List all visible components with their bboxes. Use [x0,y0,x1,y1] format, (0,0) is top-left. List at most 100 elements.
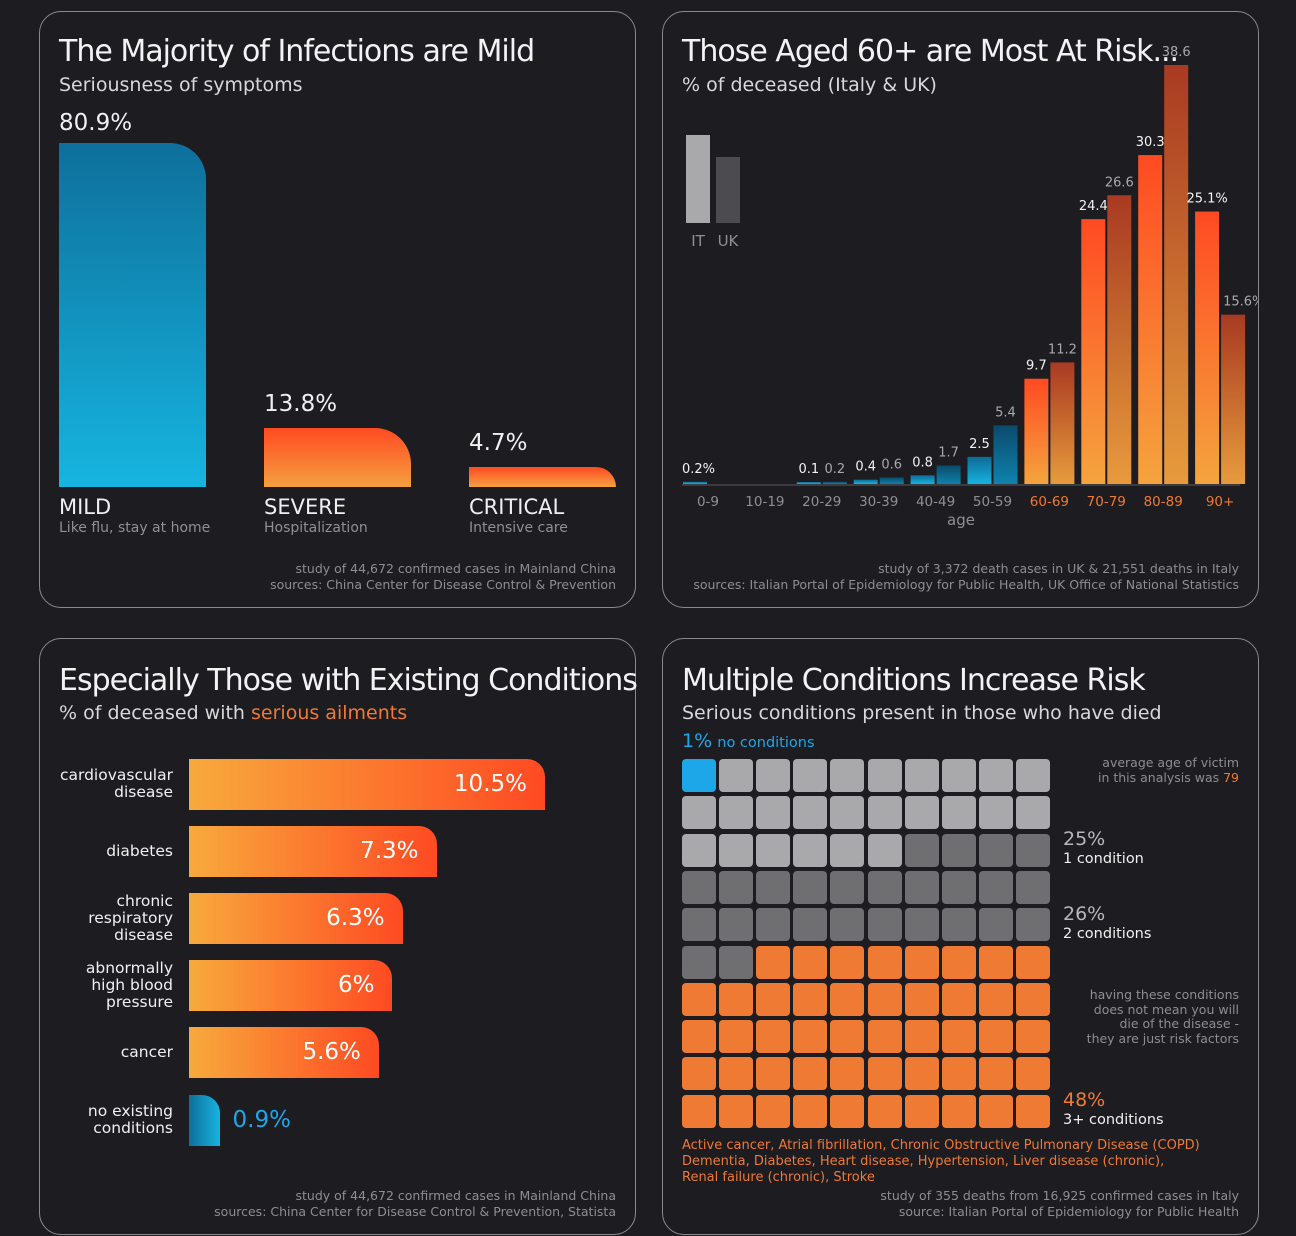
waffle-cell-2-conditions [719,908,754,942]
x-axis-title: age [947,511,975,529]
critical-name: CRITICAL [469,495,565,519]
two-conditions-pct: 26% [1063,903,1106,925]
x-tick-label-60-69: 60-69 [1030,494,1069,510]
waffle-cell-3plus-conditions [941,945,976,979]
value-label-uk-20-29: 0.2 [824,462,845,477]
two-conditions-label: 2 conditions [1063,926,1152,942]
x-tick-label-40-49: 40-49 [916,494,955,510]
value-label-uk-60-69: 11.2 [1048,342,1077,357]
severity-panel: The Majority of Infections are Mild Seri… [39,11,636,608]
multiple-conditions-panel: Multiple Conditions Increase Risk Seriou… [662,638,1259,1235]
panel-title: Multiple Conditions Increase Risk [682,663,1146,698]
bar-it-60-69 [1024,378,1049,484]
condition-label: chronic respiratory disease [88,891,173,944]
waffle-cell-3plus-conditions [1015,1020,1050,1054]
waffle-cell-2-conditions [867,870,902,904]
age-panel: Those Aged 60+ are Most At Risk... % of … [662,11,1259,608]
waffle-cell-1-condition [793,833,828,867]
critical-bar [469,467,616,487]
legend-uk-swatch [716,157,740,223]
waffle-cell-1-condition [719,759,754,792]
bar-it-90+ [1195,211,1220,485]
waffle-cell-1-condition [978,796,1013,830]
condition-value: 0.9% [232,1107,291,1133]
waffle-cell-3plus-conditions [756,982,791,1016]
panel-title: Especially Those with Existing Condition… [59,663,638,698]
three-conditions-pct: 48% [1063,1089,1106,1111]
waffle-cell-3plus-conditions [904,1094,939,1128]
bar-it-30-39 [853,479,878,484]
conditions-panel: Especially Those with Existing Condition… [39,638,638,1235]
value-label-it-60-69: 9.7 [1026,359,1047,374]
waffle-cell-1-condition [719,796,754,830]
value-label-it-70-79: 24.4 [1079,199,1108,214]
waffle-cell-2-conditions [1015,908,1050,942]
waffle-cell-3plus-conditions [978,1057,1013,1091]
value-label-uk-80-89: 38.6 [1162,45,1191,60]
waffle-cell-3plus-conditions [867,1057,902,1091]
value-label-it-0-9: 0.2% [682,462,715,477]
value-label-uk-90+: 15.6% [1223,295,1258,310]
risk-note-line-2: does not mean you will [1093,1001,1239,1017]
value-label-uk-40-49: 1.7 [938,446,959,461]
waffle-cell-3plus-conditions [904,1057,939,1091]
x-tick-label-20-29: 20-29 [802,494,841,510]
value-label-it-40-49: 0.8 [912,455,933,470]
waffle-cell-2-conditions [1015,870,1050,904]
bar-it-50-59 [967,456,992,484]
waffle-cell-2-conditions [904,870,939,904]
risk-note-line-3: die of the disease - [1119,1016,1239,1031]
panel-title: Those Aged 60+ are Most At Risk... [682,34,1179,69]
waffle-cell-3plus-conditions [830,945,865,979]
legend-it-swatch [686,135,710,223]
source-line-2: sources: China Center for Disease Contro… [214,1204,616,1219]
waffle-cell-3plus-conditions [682,1094,716,1128]
waffle-cell-3plus-conditions [904,945,939,979]
mild-value-label: 80.9% [59,110,133,136]
panel-subtitle: Serious conditions present in those who … [682,702,1162,724]
waffle-cell-1-condition [793,796,828,830]
waffle-cell-3plus-conditions [978,945,1013,979]
waffle-cell-3plus-conditions [867,945,902,979]
waffle-cell-2-conditions [682,945,716,979]
bar-it-70-79 [1081,219,1106,484]
source-line-1: study of 3,372 death cases in UK & 21,55… [878,561,1239,576]
source-line-2: sources: China Center for Disease Contro… [270,577,616,592]
waffle-cell-3plus-conditions [904,1020,939,1054]
subtitle-highlight: serious ailments [251,702,408,724]
bar-uk-60-69 [1050,362,1075,484]
panel-title: The Majority of Infections are Mild [59,34,535,69]
x-tick-label-90+: 90+ [1206,494,1235,510]
waffle-cell-2-conditions [719,945,754,979]
waffle-cell-1-condition [1015,796,1050,830]
waffle-cell-3plus-conditions [682,1057,716,1091]
waffle-cell-3plus-conditions [978,1020,1013,1054]
waffle-cell-1-condition [941,759,976,792]
mild-bar [59,143,206,487]
waffle-cell-3plus-conditions [793,1020,828,1054]
waffle-cell-2-conditions [682,908,716,942]
x-tick-label-0-9: 0-9 [697,494,719,510]
condition-bar [189,1095,220,1146]
value-label-uk-30-39: 0.6 [881,457,902,472]
bar-uk-70-79 [1107,195,1132,484]
age-note: average age of victim in this analysis w… [1098,755,1239,785]
waffle-cell-3plus-conditions [941,1094,976,1128]
no-conditions-label: no conditions [717,735,815,751]
waffle-cell-1-condition [830,796,865,830]
bar-it-20-29 [796,482,821,484]
waffle-cell-3plus-conditions [978,982,1013,1016]
waffle-cell-3plus-conditions [1015,1094,1050,1128]
severe-name: SEVERE [264,495,347,519]
one-condition-pct: 25% [1063,828,1106,850]
waffle-cell-1-condition [904,796,939,830]
age-note-line-1: average age of victim [1102,755,1239,770]
mild-desc: Like flu, stay at home [59,520,211,536]
x-tick-label-80-89: 80-89 [1144,494,1183,510]
bar-uk-50-59 [993,425,1018,484]
conditions-list-line-2: Dementia, Diabetes, Heart disease, Hyper… [682,1154,1165,1169]
waffle-cell-3plus-conditions [830,982,865,1016]
x-tick-label-10-19: 10-19 [745,494,784,510]
waffle-cell-1-condition [719,833,754,867]
waffle-cell-3plus-conditions [682,1020,716,1054]
